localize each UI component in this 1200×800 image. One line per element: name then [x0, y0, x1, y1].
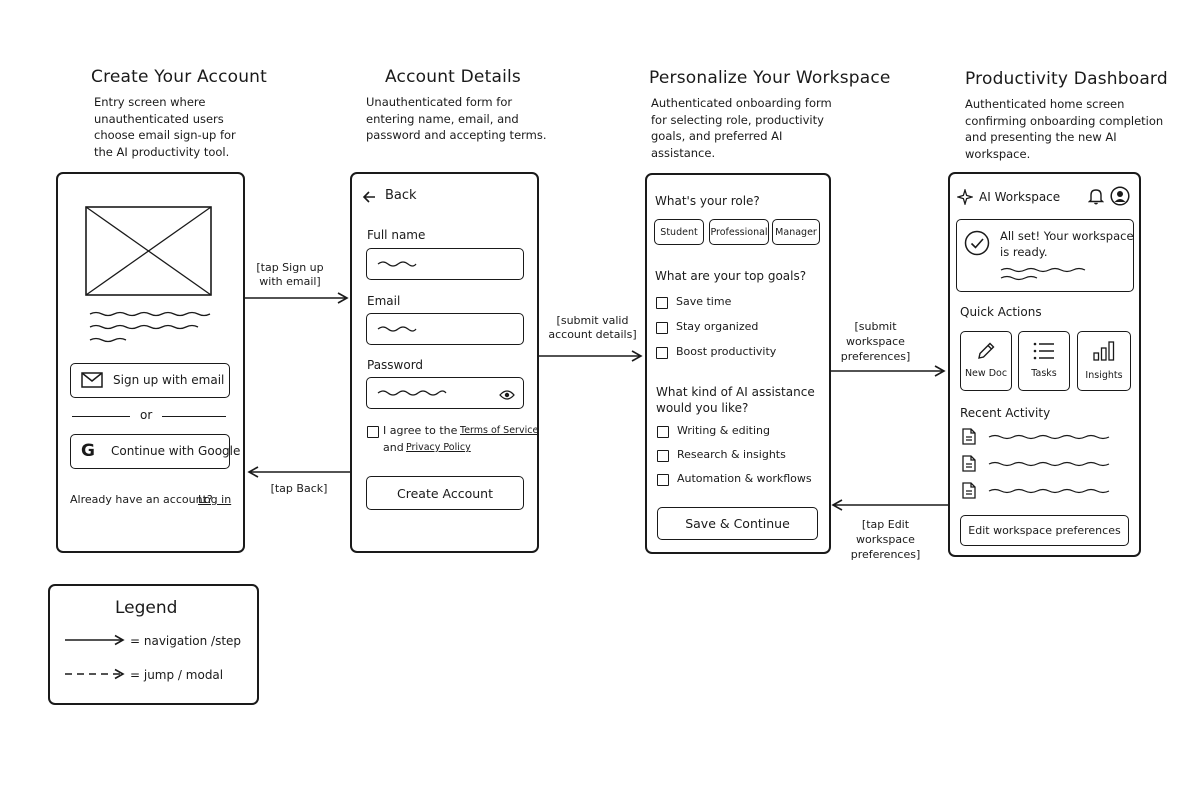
quick-actions-label: Quick Actions — [960, 305, 1042, 319]
document-icon — [962, 482, 976, 503]
transition-label-submit-prefs: [submit workspace preferences] — [840, 320, 911, 363]
role-chip-student[interactable]: Student — [654, 219, 704, 245]
ai-option-label: Automation & workflows — [677, 472, 812, 485]
transition-label-signup: [tap Sign up with email] — [256, 261, 324, 288]
personalize-description: Authenticated onboarding form for select… — [651, 96, 832, 160]
login-link[interactable]: Log in — [198, 493, 232, 506]
legend-title: Legend — [115, 598, 178, 618]
terms-link[interactable]: Terms of Service — [460, 425, 539, 436]
ai-option-label: Research & insights — [677, 448, 786, 461]
recent-activity-label: Recent Activity — [960, 406, 1051, 420]
back-label: Back — [385, 188, 417, 203]
success-placeholder-lines — [1000, 267, 1086, 281]
success-card: All set! Your workspace is ready. — [956, 219, 1134, 292]
eye-icon[interactable] — [499, 386, 515, 405]
email-field[interactable] — [366, 313, 524, 345]
google-icon: G — [81, 441, 95, 461]
legend-dashed-arrow — [65, 668, 125, 680]
check-circle-icon — [964, 230, 990, 260]
create-account-description: Entry screen where unauthenticated users… — [94, 95, 236, 159]
privacy-link[interactable]: Privacy Policy — [406, 442, 471, 453]
sign-up-email-button[interactable]: Sign up with email — [70, 363, 230, 398]
role-chip-professional[interactable]: Professional — [709, 219, 769, 245]
goal-checkbox-boost-productivity[interactable] — [656, 347, 668, 359]
arrow-left-icon — [362, 189, 376, 208]
goal-label: Boost productivity — [676, 345, 777, 358]
personalize-title: Personalize Your Workspace — [649, 68, 891, 88]
bar-chart-icon — [1093, 341, 1115, 365]
pencil-icon — [976, 341, 996, 365]
quick-action-label: Insights — [1085, 370, 1123, 381]
sign-up-email-label: Sign up with email — [113, 373, 225, 387]
save-continue-button[interactable]: Save & Continue — [657, 507, 818, 540]
ai-question: What kind of AI assistance would you lik… — [656, 385, 815, 415]
sparkle-icon — [955, 187, 975, 209]
document-icon — [962, 428, 976, 449]
edit-preferences-button[interactable]: Edit workspace preferences — [960, 515, 1129, 546]
full-name-field[interactable] — [366, 248, 524, 280]
email-label: Email — [367, 294, 401, 308]
create-account-label: Create Account — [397, 485, 493, 501]
terms-checkbox[interactable] — [367, 426, 379, 438]
login-prompt: Already have an account? — [70, 493, 213, 506]
document-icon — [962, 455, 976, 476]
goals-question: What are your top goals? — [655, 269, 807, 283]
legend-dashed-label: = jump / modal — [130, 668, 224, 682]
quick-action-label: Tasks — [1031, 368, 1057, 379]
list-item — [988, 434, 1110, 440]
text-placeholder-lines — [88, 310, 213, 346]
role-chip-label: Professional — [710, 226, 768, 238]
legend-solid-arrow — [65, 634, 125, 646]
role-chip-label: Student — [660, 226, 698, 238]
bell-icon[interactable] — [1087, 187, 1105, 209]
legend-box: Legend = navigation /step = jump / modal — [48, 584, 259, 705]
dashboard-title: Productivity Dashboard — [965, 69, 1168, 89]
goal-checkbox-stay-organized[interactable] — [656, 322, 668, 334]
profile-avatar-icon[interactable] — [1110, 186, 1130, 210]
list-item — [988, 488, 1110, 494]
goal-label: Stay organized — [676, 320, 759, 333]
envelope-icon — [81, 372, 103, 392]
success-message: All set! Your workspace is ready. — [1000, 229, 1134, 259]
list-icon — [1033, 342, 1055, 364]
ai-checkbox-automation[interactable] — [657, 474, 669, 486]
goal-checkbox-save-time[interactable] — [656, 297, 668, 309]
full-name-label: Full name — [367, 228, 426, 242]
edit-preferences-label: Edit workspace preferences — [968, 524, 1121, 537]
role-chip-manager[interactable]: Manager — [772, 219, 820, 245]
or-divider: or — [72, 408, 227, 424]
legend-solid-label: = navigation /step — [130, 634, 242, 648]
transition-label-edit-prefs: [tap Edit workspace preferences] — [850, 518, 921, 561]
password-field[interactable] — [366, 377, 524, 409]
dashboard-description: Authenticated home screen confirming onb… — [965, 97, 1164, 161]
quick-action-new-doc[interactable]: New Doc — [960, 331, 1012, 391]
ai-checkbox-research[interactable] — [657, 450, 669, 462]
transition-label-submit-details: [submit valid account details] — [548, 314, 637, 341]
app-name: AI Workspace — [979, 190, 1061, 204]
quick-action-insights[interactable]: Insights — [1077, 331, 1131, 391]
recent-activity-list — [962, 428, 1117, 503]
password-label: Password — [367, 358, 424, 372]
quick-action-tasks[interactable]: Tasks — [1018, 331, 1070, 391]
quick-action-label: New Doc — [964, 368, 1008, 379]
list-item — [988, 461, 1110, 467]
continue-google-button[interactable]: G Continue with Google — [70, 434, 240, 469]
account-details-title: Account Details — [385, 67, 521, 87]
goal-label: Save time — [676, 295, 732, 308]
agree-text: I agree to the — [383, 424, 458, 437]
role-chip-label: Manager — [775, 226, 817, 238]
account-details-description: Unauthenticated form for entering name, … — [366, 95, 547, 142]
save-continue-label: Save & Continue — [685, 516, 790, 531]
create-account-title: Create Your Account — [91, 67, 268, 87]
image-placeholder — [85, 206, 212, 296]
create-account-button[interactable]: Create Account — [366, 476, 524, 510]
transition-label-back: [tap Back] — [270, 482, 328, 495]
create-account-screen — [56, 172, 245, 553]
ai-checkbox-writing[interactable] — [657, 426, 669, 438]
and-text: and — [383, 441, 404, 454]
role-question: What's your role? — [655, 194, 760, 208]
continue-google-label: Continue with Google — [111, 444, 241, 458]
ai-option-label: Writing & editing — [677, 424, 770, 437]
